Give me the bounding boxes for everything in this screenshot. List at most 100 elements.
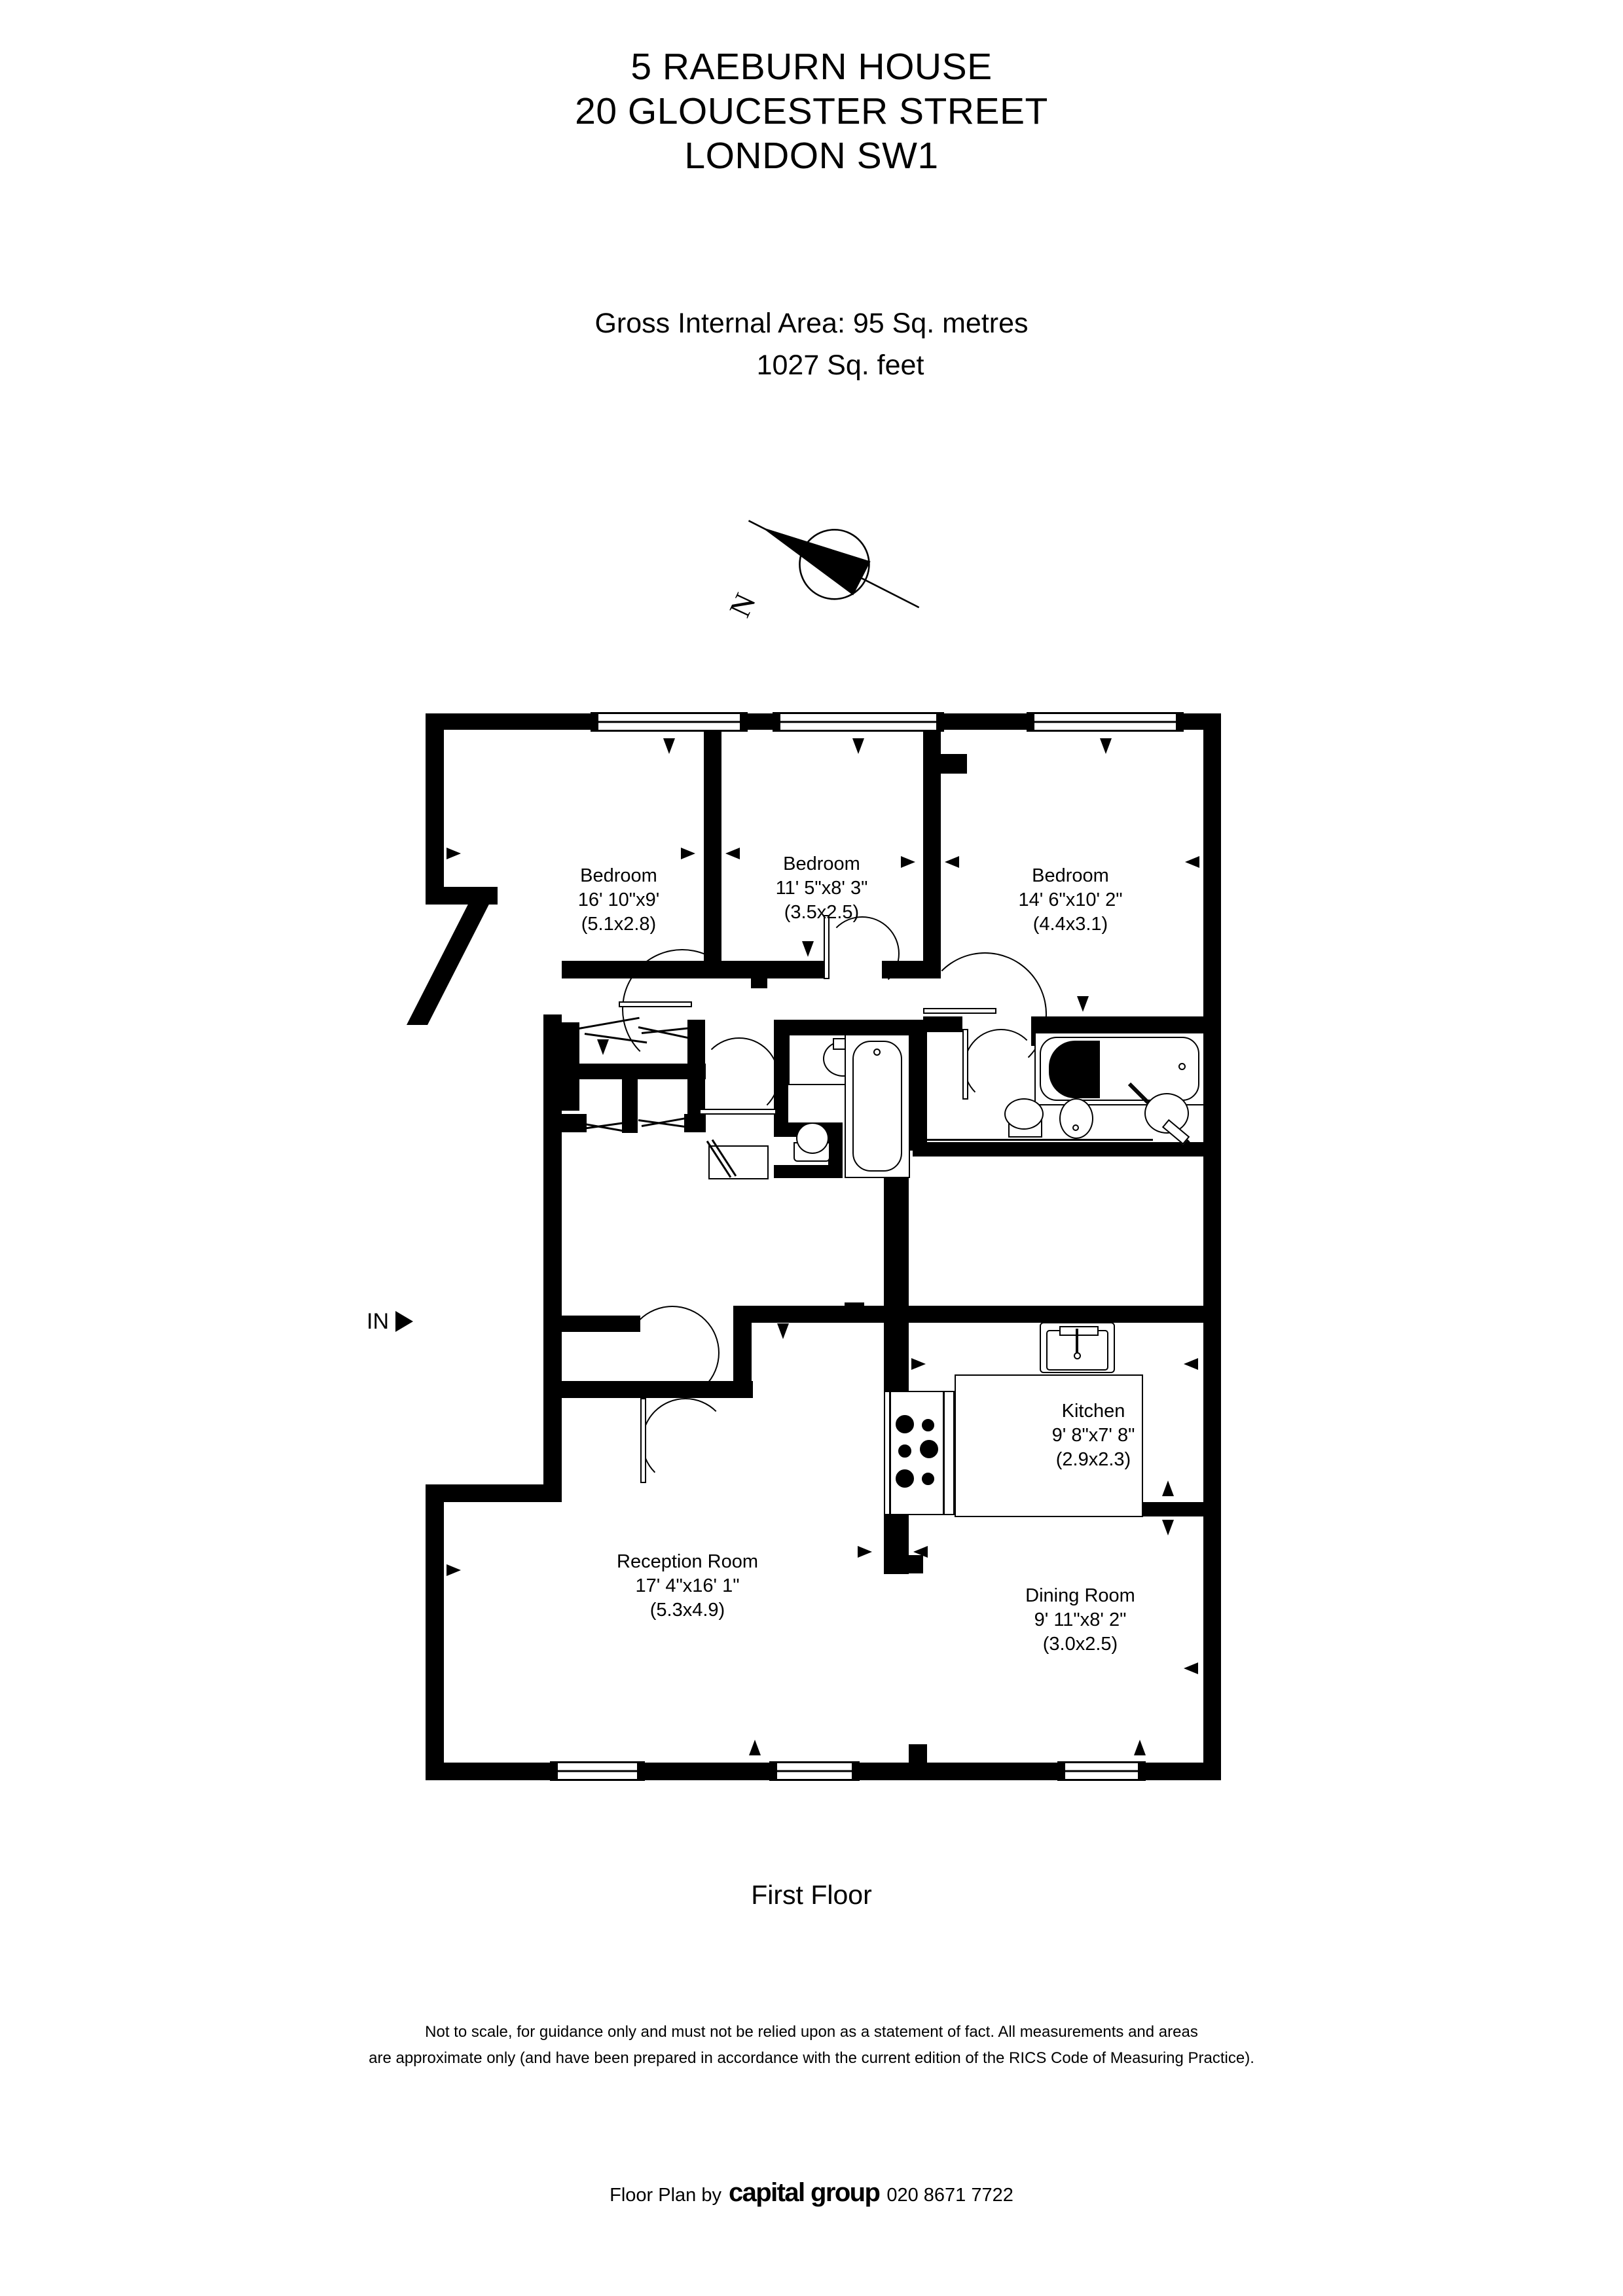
exterior-wall-left-mid3 [543, 1371, 562, 1502]
floor-level-label: First Floor [751, 1880, 872, 1910]
window-bedroom-3 [1027, 712, 1184, 732]
wc-toilet-icon-2 [1004, 1098, 1044, 1130]
wall-bathroom-bottom [913, 1142, 1207, 1157]
bath-headrest-curve [1049, 1041, 1100, 1098]
door-leaf-reception [640, 1398, 646, 1483]
floor-plan-drawing: IN [367, 712, 1221, 1781]
bath-plug-icon-main [1178, 1063, 1186, 1070]
door-swing-entrance [625, 1306, 720, 1400]
hob-burner [896, 1469, 914, 1488]
wall-spine-foot [884, 1554, 909, 1574]
exterior-wall-jog [426, 1484, 562, 1502]
title-line-1: 5 RAEBURN HOUSE [630, 46, 993, 88]
door-leaf-bedroom1 [619, 1001, 692, 1007]
door-swing-bedroom3 [923, 952, 1047, 1076]
page-title: 5 RAEBURN HOUSE 20 GLOUCESTER STREET LON… [0, 45, 1623, 178]
dimension-arrow [1184, 1662, 1198, 1674]
window-reception-2 [769, 1761, 860, 1781]
dimension-arrow [447, 1564, 461, 1576]
door-swing-bedroom2 [825, 916, 900, 991]
door-swing-reception [642, 1398, 729, 1486]
dimension-arrow [901, 856, 915, 868]
room-label-dining: Dining Room 9' 11"x8' 2" (3.0x2.5) [1025, 1585, 1135, 1655]
title-line-3: LONDON SW1 [684, 135, 939, 177]
dimension-arrow [1185, 856, 1199, 868]
window-dining [1057, 1761, 1146, 1781]
wall-hall-top [733, 1306, 864, 1323]
dimension-arrow [858, 1546, 872, 1558]
door-leaf-bathroom [962, 1029, 968, 1100]
room-label-kitchen: Kitchen 9' 8"x7' 8" (2.9x2.3) [1051, 1401, 1135, 1470]
dimension-arrow [1100, 738, 1112, 754]
dimension-arrow [663, 738, 675, 754]
wall-wc-left [774, 1020, 788, 1132]
entrance-label: IN [367, 1309, 389, 1334]
hob-burner [920, 1440, 938, 1458]
wall-between-bedroom1-bedroom2 [704, 730, 721, 972]
door-swing-wc [699, 1037, 779, 1117]
wc-plinth-line [774, 1175, 843, 1177]
entrance-arrow-icon [395, 1311, 413, 1332]
dimension-arrow [945, 856, 959, 868]
dimension-arrow [447, 848, 461, 859]
room-label-bedroom-3: Bedroom 14' 6"x10' 2" (4.4x3.1) [1018, 865, 1123, 935]
credit-phone: 020 8671 7722 [886, 2185, 1013, 2206]
exterior-wall-left-upper [426, 713, 444, 903]
door-leaf-bedroom2 [824, 915, 830, 979]
disclaimer-line-1: Not to scale, for guidance only and must… [425, 2023, 1198, 2041]
dimension-arrow [1162, 1480, 1174, 1496]
wall-nib [941, 754, 967, 774]
dimension-arrow [911, 1358, 926, 1370]
dimension-arrow [1162, 1520, 1174, 1535]
wall-spine-upper [884, 1178, 909, 1309]
dimension-arrow [802, 941, 814, 957]
exterior-wall-right [1203, 713, 1221, 1780]
wall-cupboard-mid [622, 1079, 638, 1133]
svg-text:N: N [723, 588, 762, 622]
hob-burner [922, 1473, 934, 1485]
wall-wc-nib [828, 1122, 843, 1178]
title-line-2: 20 GLOUCESTER STREET [575, 90, 1048, 132]
wc-toilet-icon [796, 1122, 829, 1154]
bathroom-plinth-line [927, 1139, 1153, 1141]
window-bedroom-1 [591, 712, 748, 732]
hob-burner [898, 1444, 911, 1458]
door-swing-bathroom [964, 1029, 1038, 1103]
window-reception-1 [550, 1761, 645, 1781]
wall-dining-stub [909, 1744, 927, 1764]
wall-hall-bottom [622, 1381, 753, 1398]
wall-wc-top [774, 1020, 913, 1034]
kitchen-sink-plug [1074, 1352, 1081, 1359]
plan-credit: Floor Plan by capital group 020 8671 772… [0, 2179, 1623, 2208]
dimension-arrow [597, 1039, 609, 1055]
dimension-arrow [749, 1740, 761, 1755]
room-label-reception: Reception Room 17' 4"x16' 1" (5.3x4.9) [617, 1551, 758, 1621]
dimension-arrow [681, 848, 695, 859]
door-swing-bedroom1 [622, 949, 742, 1069]
exterior-wall-bevel-diagonal [406, 888, 498, 1025]
wall-nib-2 [751, 974, 767, 988]
area-imperial: 1027 Sq. feet [756, 350, 924, 381]
room-label-bedroom-1: Bedroom 16' 10"x9' (5.1x2.8) [577, 865, 660, 935]
hob-burner [922, 1419, 934, 1431]
credit-prefix: Floor Plan by [610, 2185, 721, 2206]
wall-bathroom-left [913, 1020, 927, 1154]
kitchen-tap-stem [1076, 1329, 1078, 1354]
kitchen-worktop-outline [955, 1374, 1143, 1517]
area-metric: Gross Internal Area: 95 Sq. metres [594, 308, 1029, 339]
dimension-arrow [725, 848, 740, 859]
kitchen-tap-icon [1059, 1326, 1099, 1336]
entrance-marker: IN [367, 1310, 413, 1333]
wall-bedroom3-bottom [1031, 1016, 1203, 1032]
room-label-bedroom-2: Bedroom 11' 5"x8' 3" (3.5x2.5) [775, 853, 868, 923]
dimension-arrow [777, 1323, 789, 1339]
hob-edge-2 [943, 1391, 945, 1515]
door-leaf-bedroom3 [923, 1008, 996, 1014]
disclaimer-line-2: are approximate only (and have been prep… [369, 2049, 1254, 2067]
wall-between-bedroom2-bedroom3-upper [923, 730, 941, 779]
door-leaf-wc [699, 1109, 776, 1115]
bath-plug-icon [873, 1049, 881, 1056]
dimension-arrow [913, 1546, 928, 1558]
gross-internal-area: Gross Internal Area: 95 Sq. metres 1027 … [0, 302, 1623, 386]
wall-spine-stub [909, 1555, 923, 1573]
